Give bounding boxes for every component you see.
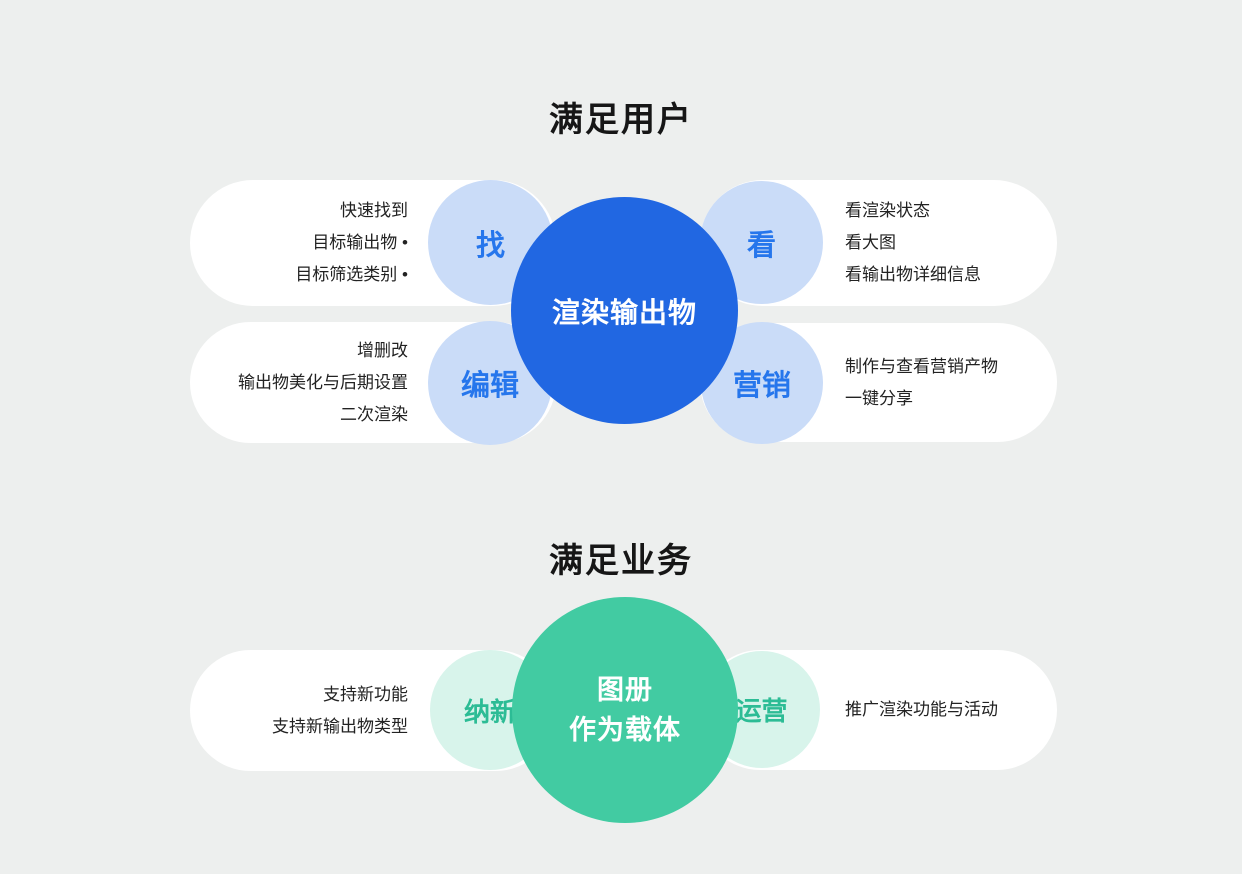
album-label-line-2: 作为载体 (569, 715, 681, 745)
recruit-line-2: 支持新输出物类型 (272, 716, 408, 736)
edit-line-2: 输出物美化与后期设置 (238, 372, 408, 392)
marketing-line-2: 一键分享 (845, 388, 913, 408)
marketing-line-1: 制作与查看营销产物 (845, 356, 998, 376)
user-section-title: 满足用户 (549, 101, 693, 139)
view-pill-lines: 看渲染状态 看大图 看输出物详细信息 (845, 195, 1057, 291)
view-line-3: 看输出物详细信息 (845, 265, 981, 284)
find-line-2: 目标输出物 • (312, 233, 408, 252)
album-label-line-1: 图册 (597, 675, 653, 705)
find-line-1: 快速找到 (340, 201, 408, 220)
album-center-circle: 图册 作为载体 (512, 597, 738, 823)
recruit-pill-lines: 支持新功能 支持新输出物类型 (190, 679, 408, 743)
find-line-3: 目标筛选类别 • (295, 265, 408, 284)
view-line-2: 看大图 (845, 233, 896, 252)
recruit-line-1: 支持新功能 (323, 684, 408, 704)
edit-pill-lines: 增删改 输出物美化与后期设置 二次渲染 (190, 335, 408, 431)
edit-line-1: 增删改 (357, 340, 408, 360)
view-line-1: 看渲染状态 (845, 201, 930, 220)
render-output-label: 渲染输出物 (551, 296, 697, 328)
business-section-title: 满足业务 (549, 542, 693, 580)
operate-pill-lines: 推广渲染功能与活动 (845, 694, 1057, 726)
edit-line-3: 二次渲染 (340, 404, 408, 424)
operate-line-1: 推广渲染功能与活动 (845, 700, 998, 719)
find-pill-lines: 快速找到 目标输出物 • 目标筛选类别 • (190, 195, 408, 291)
marketing-pill-lines: 制作与查看营销产物 一键分享 (845, 351, 1057, 415)
render-output-center-circle: 渲染输出物 (511, 197, 738, 424)
